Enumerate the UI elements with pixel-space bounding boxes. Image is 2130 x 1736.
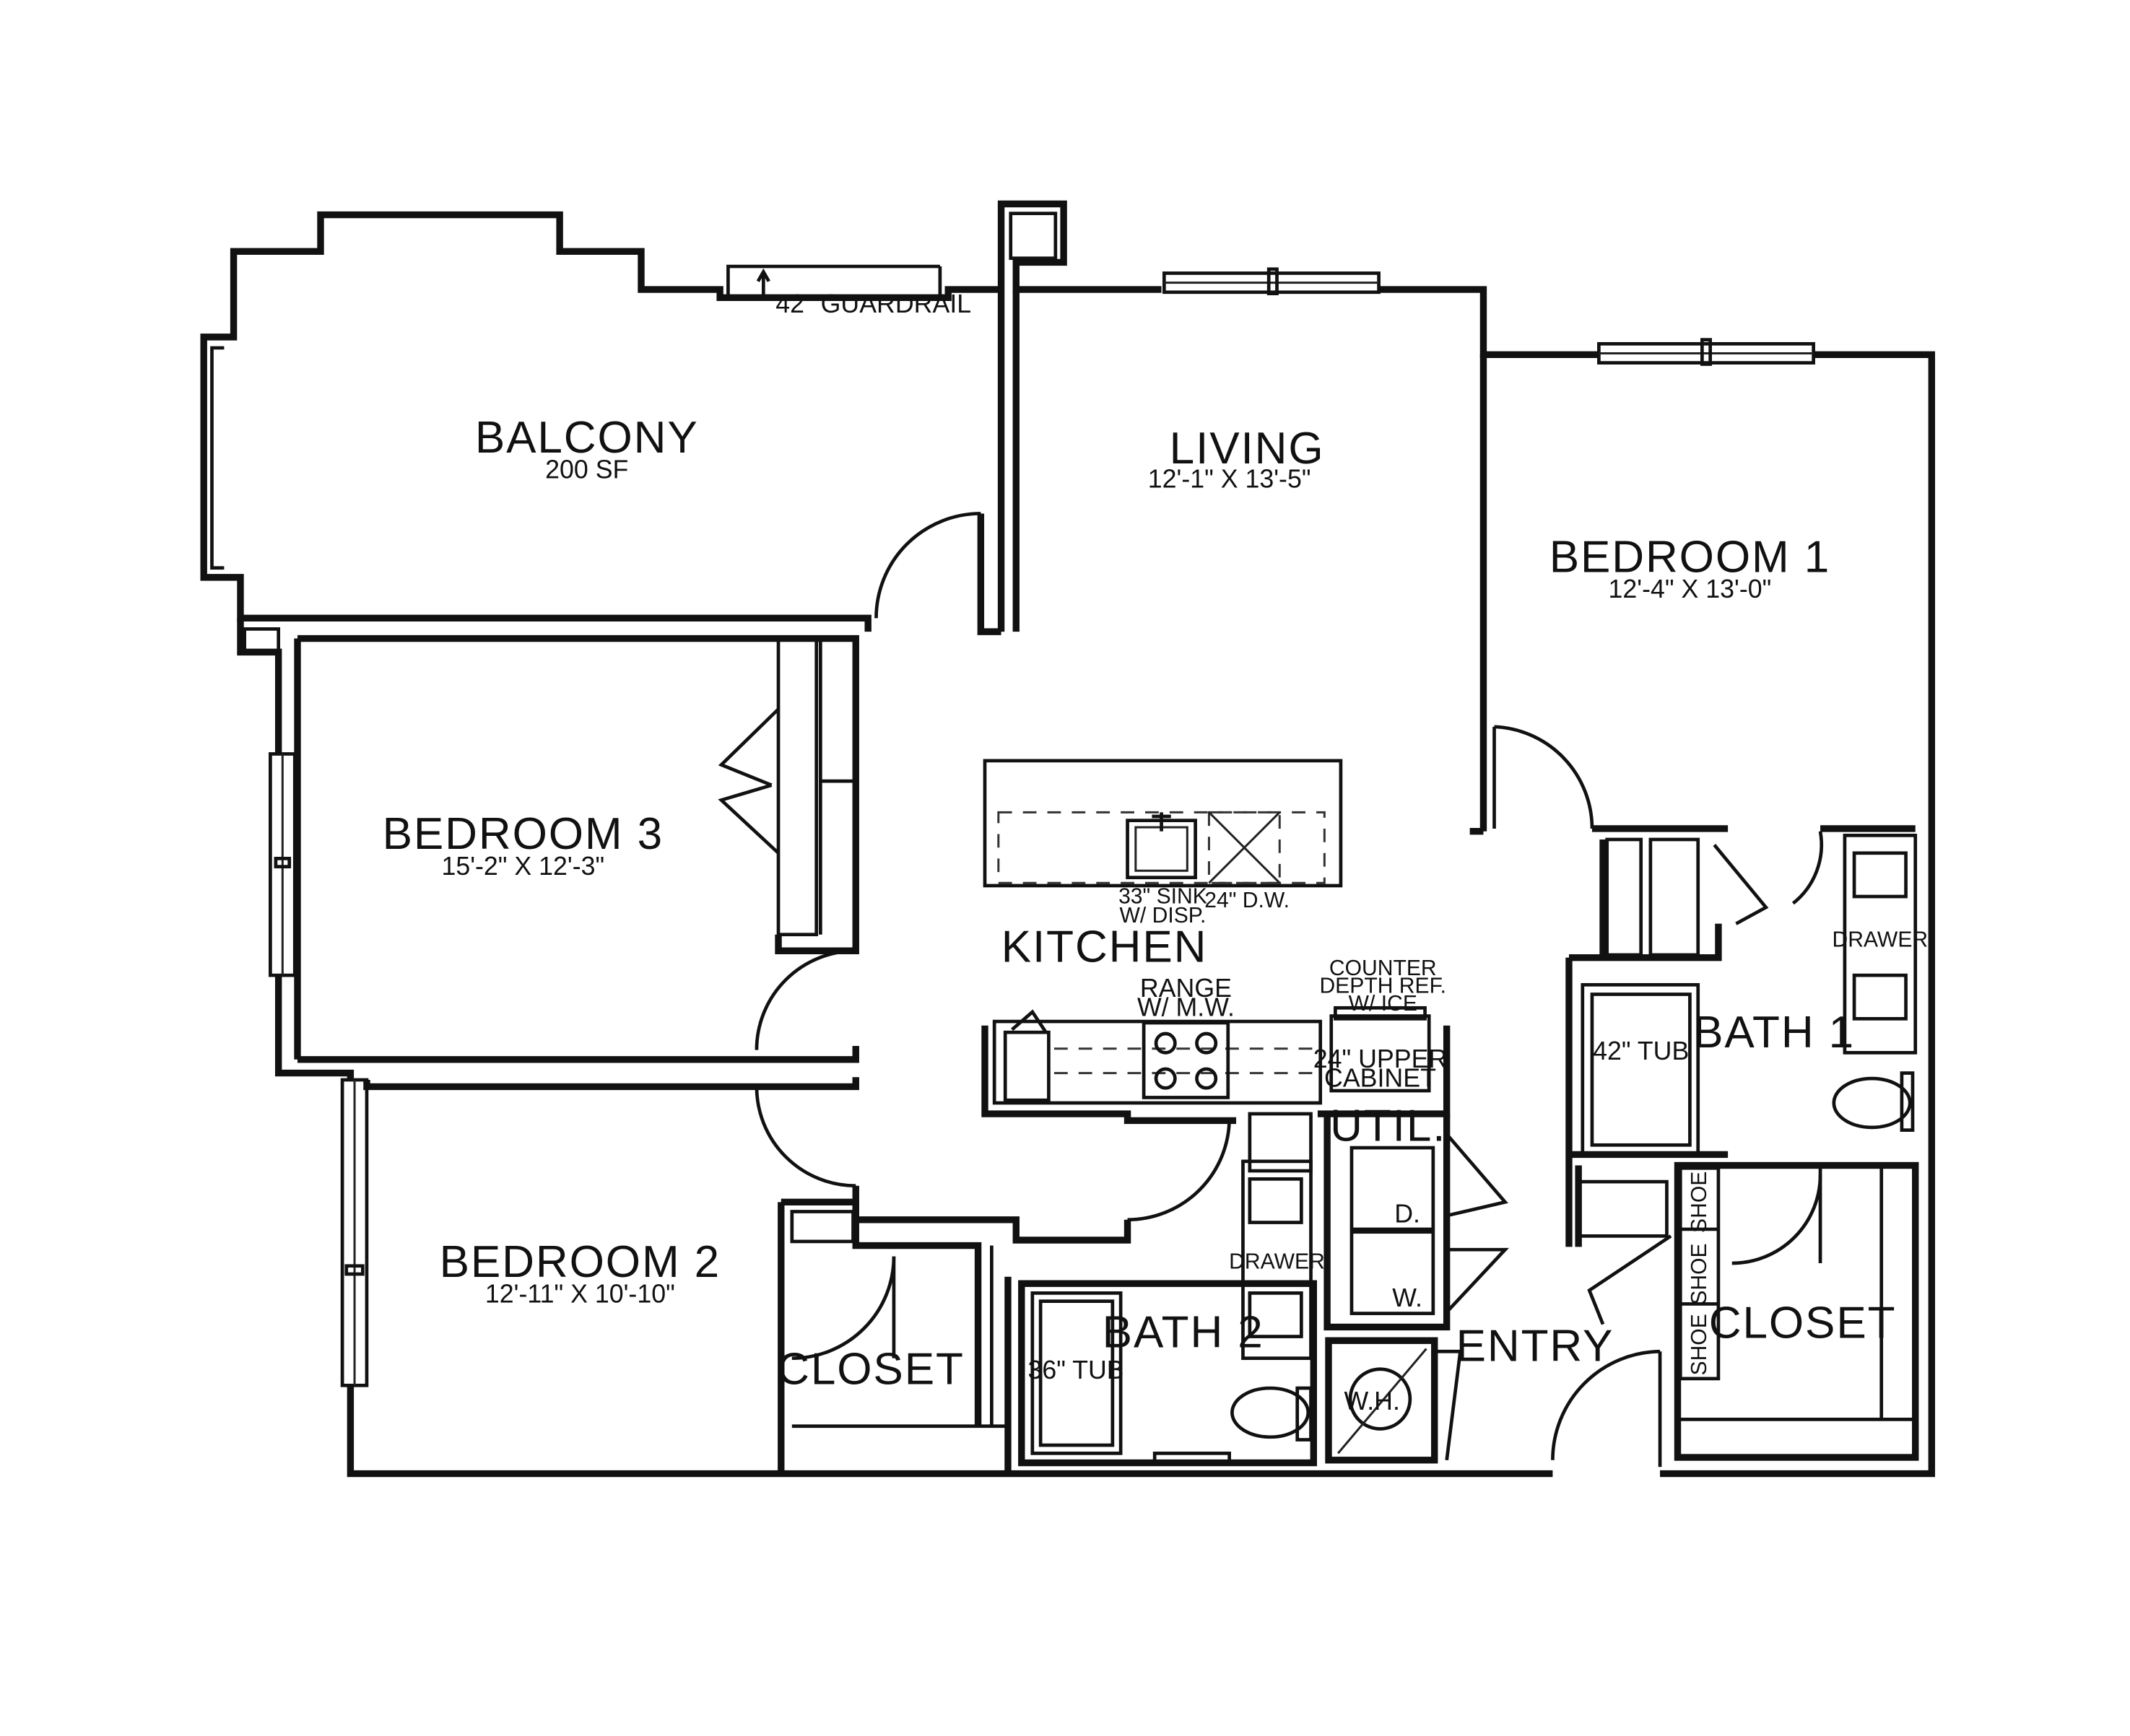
bath2-label: BATH 2 xyxy=(1103,1308,1264,1358)
bath1-label: BATH 1 xyxy=(1693,1008,1855,1057)
kitchen-island xyxy=(983,759,1343,888)
balcony-label: BALCONY xyxy=(475,413,699,463)
living-dims: 12'-1" X 13'-5" xyxy=(1148,465,1311,494)
shoe-label-2: SHOE xyxy=(1687,1243,1711,1304)
upper-cabinet-label-2: CABINET xyxy=(1324,1063,1436,1092)
tub-36-label: 36" TUB xyxy=(1027,1356,1123,1384)
interior-walls xyxy=(294,354,1919,1474)
shoe-label-3: SHOE xyxy=(1687,1314,1711,1375)
drawer-bath1-label: DRAWER xyxy=(1833,928,1929,952)
bedroom1-label: BEDROOM 1 xyxy=(1549,532,1830,582)
range-label-1: RANGE xyxy=(1140,974,1232,1003)
balcony-area: 200 SF xyxy=(545,455,628,484)
shoe-label-1: SHOE xyxy=(1687,1172,1711,1233)
bedroom3-dims: 15'-2" X 12'-3" xyxy=(441,852,604,881)
kitchen-counter xyxy=(992,1006,1431,1105)
washer-label: W. xyxy=(1392,1283,1422,1312)
dryer-label: D. xyxy=(1394,1200,1420,1229)
closet-left-label: CLOSET xyxy=(777,1344,965,1394)
fixture-labels: 42" GUARDRAIL 33" SINK W/ DISP. 24" D.W.… xyxy=(756,268,1929,1416)
entry-label: ENTRY xyxy=(1456,1321,1614,1371)
living-label: LIVING xyxy=(1170,424,1325,474)
bedroom2-dims: 12'-11" X 10'-10" xyxy=(485,1280,675,1309)
bedroom1-dims: 12'-4" X 13'-0" xyxy=(1609,575,1772,603)
sink-label-2: W/ DISP. xyxy=(1120,904,1207,928)
bedroom2-label: BEDROOM 2 xyxy=(440,1237,721,1287)
drawer-bath2-label: DRAWER xyxy=(1229,1250,1325,1274)
room-labels: BALCONY 200 SF LIVING 12'-1" X 13'-5" BE… xyxy=(383,413,1897,1395)
sink-label-1: 33" SINK xyxy=(1118,884,1207,908)
windows xyxy=(269,267,1815,1387)
tub-42-label: 42" TUB xyxy=(1593,1037,1689,1065)
guardrail-label: 42" GUARDRAIL xyxy=(775,289,971,318)
kitchen-label: KITCHEN xyxy=(1001,922,1208,972)
fridge-label-3: W/ ICE xyxy=(1349,992,1417,1016)
bedroom3-label: BEDROOM 3 xyxy=(383,809,664,859)
upper-cabinet-label-1: 24" UPPER xyxy=(1313,1044,1447,1073)
fridge-label-2: DEPTH REF. xyxy=(1319,974,1446,998)
range-label-2: W/ M.W. xyxy=(1137,993,1235,1022)
water-heater-label: W.H. xyxy=(1344,1387,1399,1416)
closet-right-label: CLOSET xyxy=(1709,1298,1897,1348)
dishwasher-label: 24" D.W. xyxy=(1204,889,1290,912)
util-label: UTIL. xyxy=(1330,1102,1446,1151)
fridge-label-1: COUNTER xyxy=(1329,956,1437,980)
bath-fixtures xyxy=(1030,851,1915,1464)
